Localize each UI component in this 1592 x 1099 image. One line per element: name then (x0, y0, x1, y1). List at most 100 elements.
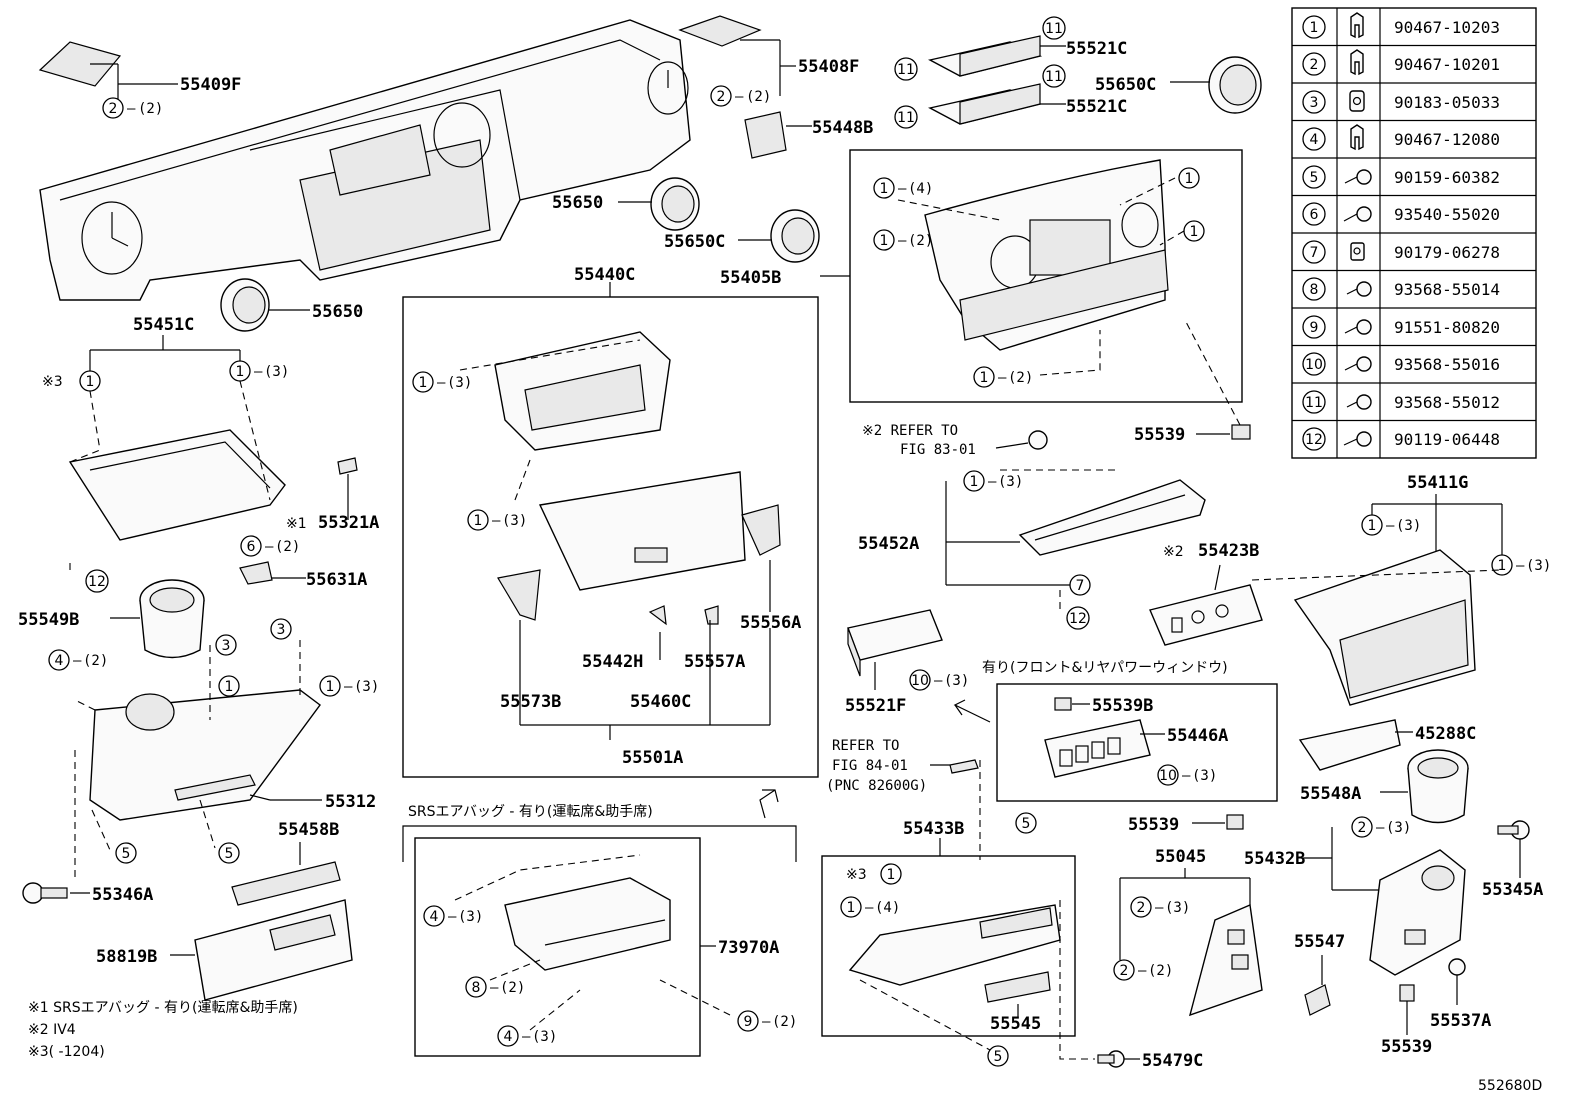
svg-text:(3): (3) (458, 909, 483, 925)
svg-text:1: 1 (326, 679, 335, 695)
part-label: 55547 (1294, 932, 1345, 952)
svg-text:(3): (3) (502, 513, 527, 529)
svg-text:5: 5 (1022, 816, 1031, 832)
svg-text:2: 2 (1120, 963, 1129, 979)
panel-55451C: 55451C ※3 1 1 —(3) (42, 315, 289, 541)
clip-55321A: ※1 55321A (286, 457, 379, 533)
vent-55650-top: 55650 (552, 177, 700, 231)
part-number: 93540-55020 (1394, 205, 1500, 224)
svg-text:(2): (2) (83, 653, 108, 669)
part-number: 90467-10201 (1394, 55, 1500, 74)
refer-fig83: ※2 REFER TO FIG 83-01 (862, 423, 1048, 458)
part-label: 55479C (1142, 1051, 1203, 1071)
svg-text:—: — (735, 89, 744, 105)
part-label: 55501A (622, 748, 683, 768)
part-label: 55650 (552, 193, 603, 213)
switch-55539-right: 55539 (1134, 319, 1251, 445)
row-number: 10 (1305, 357, 1323, 373)
svg-text:(2): (2) (908, 233, 933, 249)
svg-text:(3): (3) (1165, 900, 1190, 916)
svg-text:11: 11 (897, 62, 915, 78)
row-number: 7 (1310, 245, 1319, 261)
svg-text:3: 3 (222, 638, 231, 654)
fastener-55346A: 55346A (22, 750, 153, 905)
cup-holder-55548A: 55548A (1300, 749, 1469, 824)
svg-text:2: 2 (717, 89, 726, 105)
svg-text:5: 5 (994, 1049, 1003, 1065)
part-label: 55408F (798, 57, 859, 77)
cover-55547: 55547 (1294, 932, 1345, 1016)
svg-text:5: 5 (122, 846, 131, 862)
table-row: 6 93540-55020 (1302, 202, 1500, 226)
svg-text:5: 5 (225, 846, 234, 862)
part-label: 55411G (1407, 473, 1468, 493)
svg-text:7: 7 (1076, 578, 1085, 594)
bracket-55448B: 55448B (744, 111, 873, 159)
row-number: 2 (1310, 57, 1319, 73)
part-number: 90467-10203 (1394, 18, 1500, 37)
svg-text:※1: ※1 (286, 516, 307, 532)
table-row: 10 93568-55016 (1302, 352, 1500, 376)
row-number: 9 (1310, 320, 1319, 336)
svg-text:(2): (2) (275, 539, 300, 555)
part-label: 73970A (718, 938, 779, 958)
part-label: 55650C (1095, 75, 1156, 95)
part-label: 55433B (903, 819, 964, 839)
svg-text:1: 1 (236, 364, 245, 380)
svg-text:—: — (437, 375, 446, 391)
diagram-id: 552680D (1478, 1078, 1542, 1094)
svg-text:11: 11 (897, 110, 915, 126)
row-number: 5 (1310, 170, 1319, 186)
svg-text:1: 1 (419, 375, 428, 391)
svg-text:有り(フロント&リヤパワーウィンドウ): 有り(フロント&リヤパワーウィンドウ) (982, 660, 1228, 676)
svg-text:REFER TO: REFER TO (832, 738, 899, 754)
vent-55650C-right: 55650C (1095, 56, 1262, 114)
svg-text:(3): (3) (1386, 820, 1411, 836)
part-label: 55631A (306, 570, 367, 590)
part-label: 55346A (92, 885, 153, 905)
svg-text:(4): (4) (875, 900, 900, 916)
cover-55408F: 2 — (2) 55408F (678, 15, 859, 107)
svg-text:(2): (2) (772, 1014, 797, 1030)
pocket-55521C-lower: 11 11 55521C (894, 64, 1127, 129)
part-number: 90183-05033 (1394, 93, 1500, 112)
pocket-55521F: 10 —(3) 55521F (845, 609, 991, 723)
svg-text:—: — (1376, 820, 1385, 836)
svg-text:1: 1 (887, 867, 896, 883)
bezel-55423B: ※2 55423B (1149, 541, 1263, 646)
svg-text:※2: ※2 (1163, 544, 1184, 560)
svg-text:1: 1 (1368, 518, 1377, 534)
vent-55650-left: 55650 (220, 278, 363, 332)
part-label: 55045 (1155, 847, 1206, 867)
clip-55537A: 55537A (1430, 958, 1491, 1031)
svg-text:—: — (490, 980, 499, 996)
part-label: 55458B (278, 820, 339, 840)
pocket-55521C-upper: 11 11 55521C (894, 16, 1127, 81)
part-number: 93568-55012 (1394, 393, 1500, 412)
svg-text:(3): (3) (1396, 518, 1421, 534)
part-label: 55423B (1198, 541, 1259, 561)
footnote-3: ※3( -1204) (28, 1044, 105, 1060)
svg-text:(4): (4) (908, 181, 933, 197)
svg-text:—: — (1386, 518, 1395, 534)
footnotes: ※1 SRSエアバッグ - 有り(運転席&助手席) ※2 IV4 ※3( -12… (28, 1000, 298, 1060)
svg-text:—: — (73, 653, 82, 669)
screw-icon (1343, 431, 1372, 447)
svg-text:(2): (2) (1148, 963, 1173, 979)
part-label: 55556A (740, 613, 801, 633)
svg-text:11: 11 (1045, 69, 1063, 85)
part-label: 55432B (1244, 849, 1305, 869)
svg-text:—: — (254, 364, 263, 380)
cover-55409F: 2 — (2) 55409F (38, 41, 241, 119)
clip-icon (1350, 124, 1364, 151)
svg-text:—: — (898, 181, 907, 197)
svg-text:10: 10 (911, 673, 929, 689)
svg-text:—: — (998, 370, 1007, 386)
svg-text:1: 1 (847, 900, 856, 916)
clip-icon (1350, 49, 1364, 76)
svg-text:1: 1 (970, 474, 979, 490)
part-label: 55539 (1381, 1037, 1432, 1057)
screw-icon (1344, 356, 1372, 372)
center-cluster-55405B: 55405B 1 —(4) 1 1 1 —(2) 1 —(2) (720, 149, 1243, 403)
